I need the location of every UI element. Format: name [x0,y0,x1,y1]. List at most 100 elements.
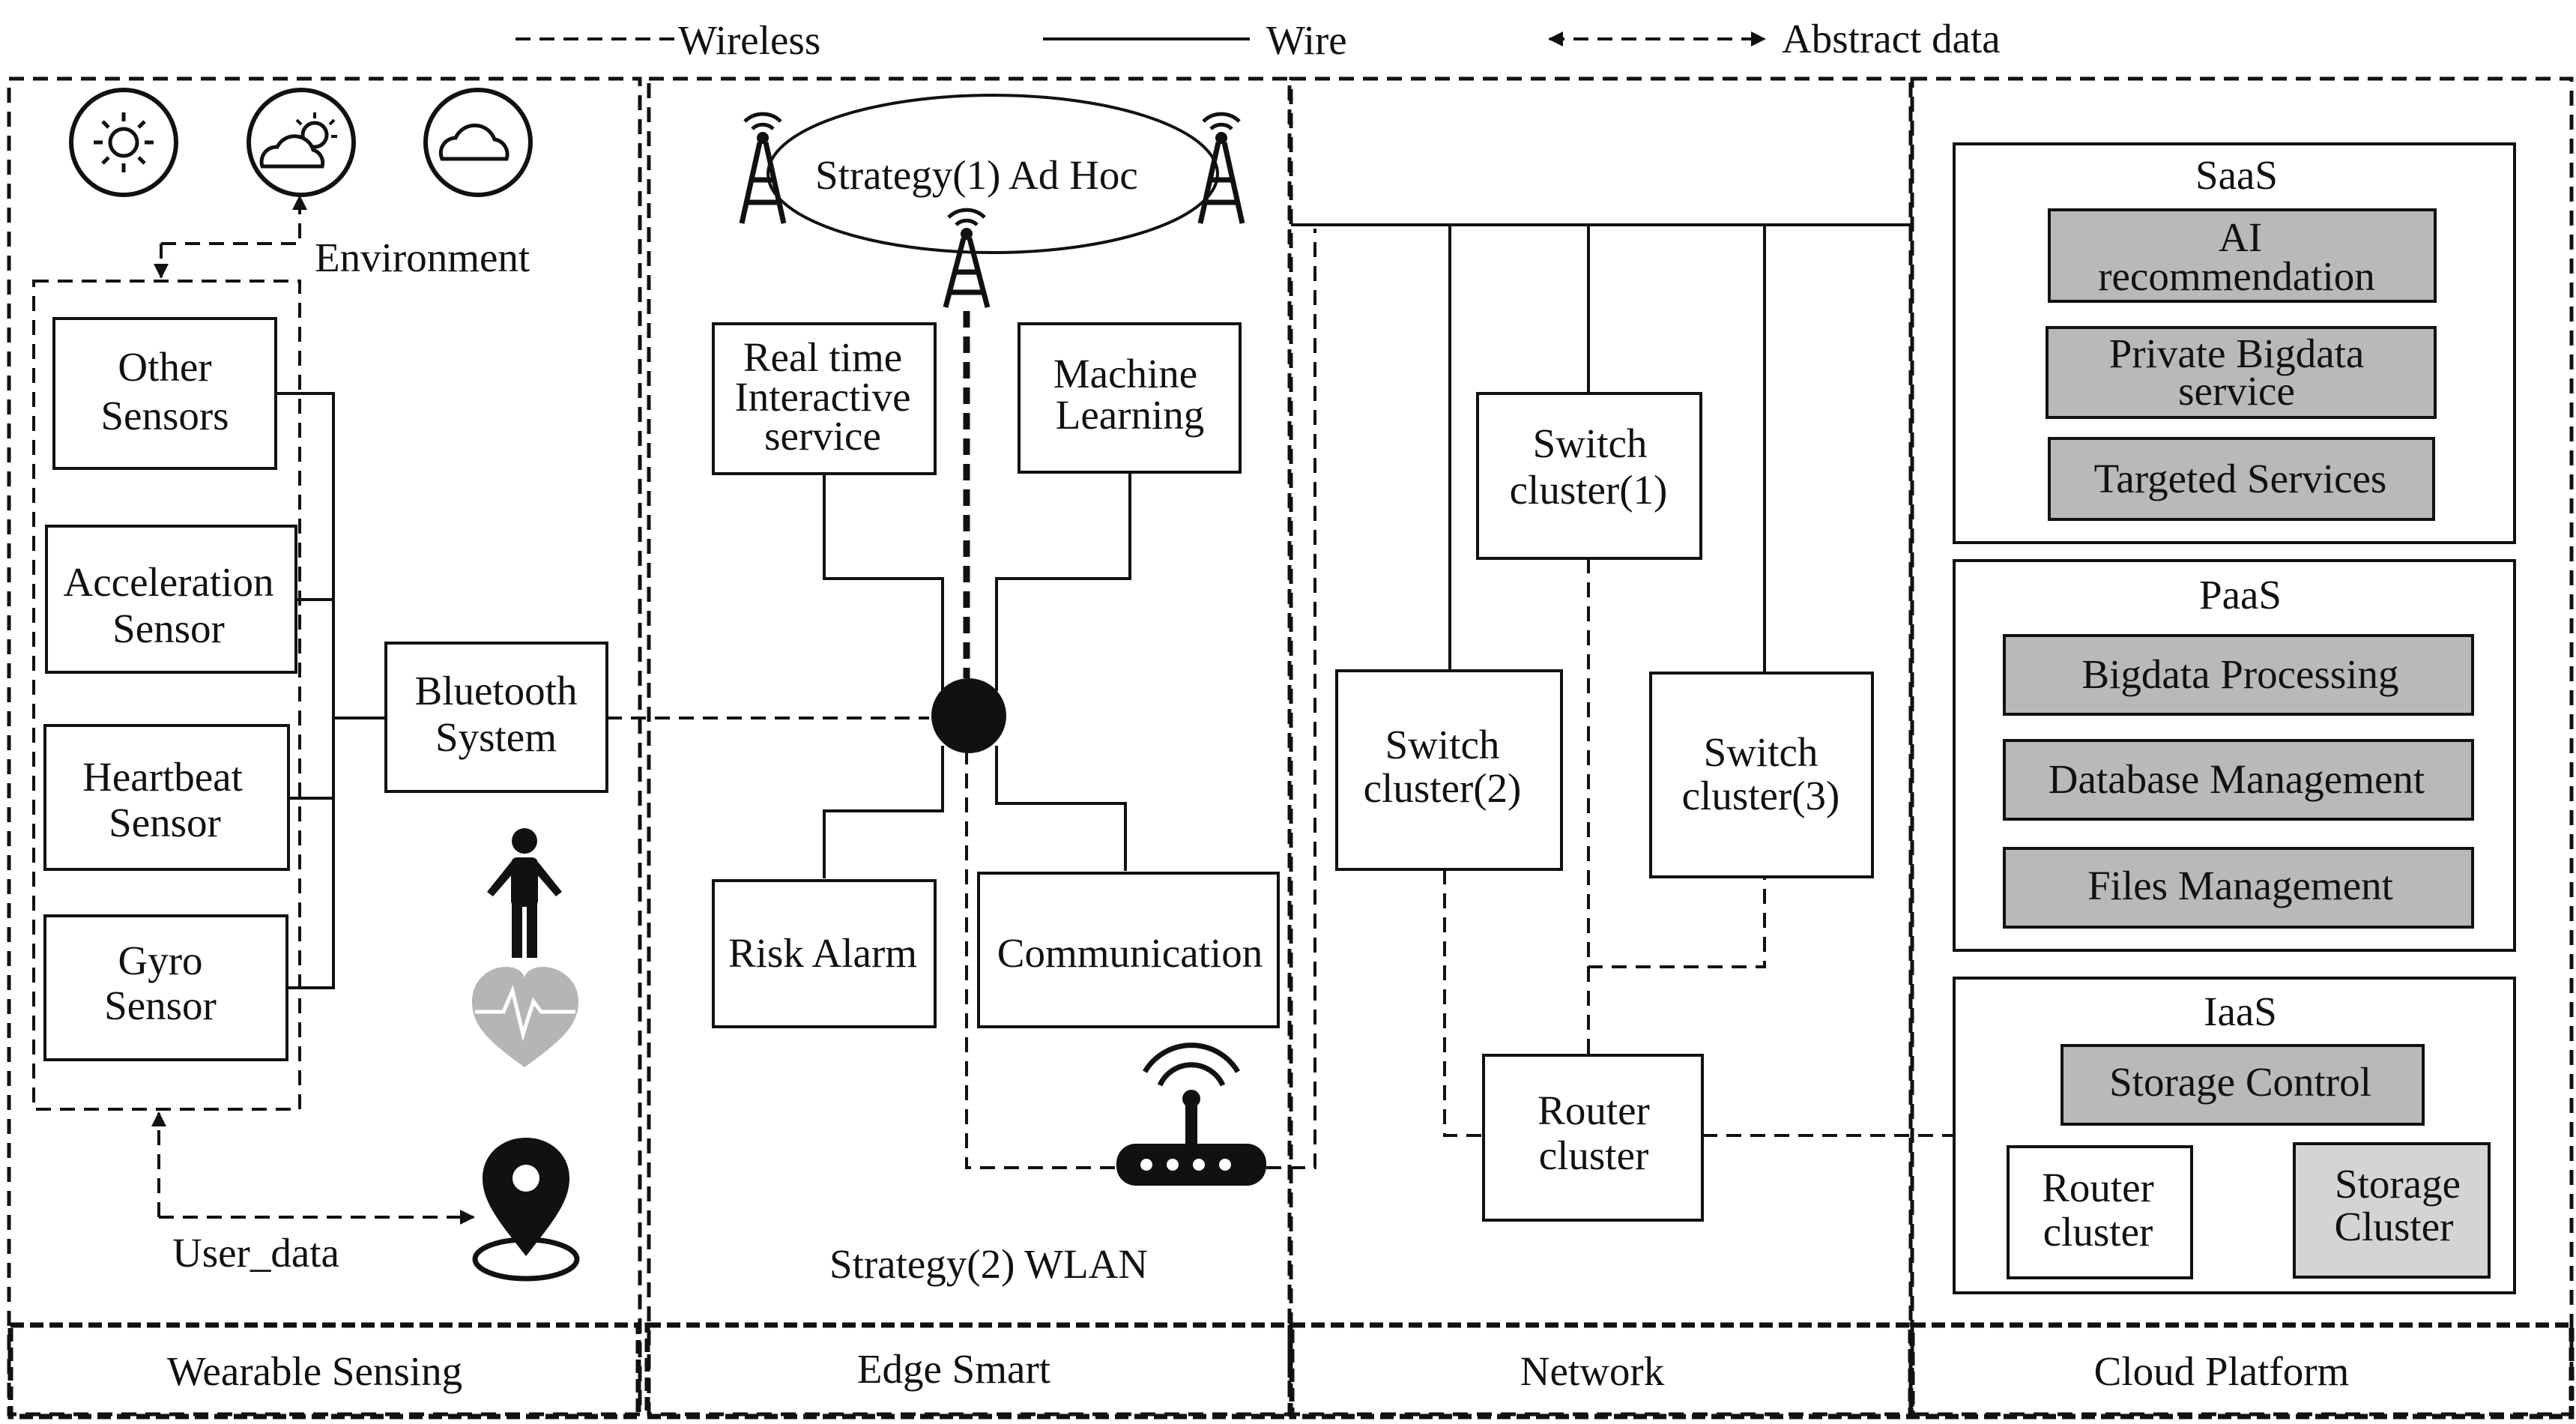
machine-learning: Machine Learning [1018,322,1242,474]
network-router-cluster-line2: cluster [1539,1132,1649,1178]
network-router-cluster-line1: Router [1538,1087,1650,1133]
environment-arrow-up [161,195,307,245]
switch-cluster-1-line1: Switch [1533,420,1648,466]
strategy1-label: Strategy(1) Ad Hoc [815,152,1138,198]
sensor-gyro: Gyro Sensor [43,914,288,1061]
sensor-other-line1: Other [118,344,211,390]
network-section: Switch cluster(1) Switch cluster(2) Swit… [1291,223,1957,1222]
strategy2-label: Strategy(2) WLAN [829,1241,1148,1287]
saas-targeted-services-label: Targeted Services [2094,456,2387,501]
saas-ai-recommendation-line1: AI [2219,214,2262,260]
legend-abstract-label: Abstract data [1782,16,2001,61]
realtime-service: Real time Interactive service [712,322,937,475]
environment-label: Environment [315,235,530,280]
footer-network-frame [1289,1322,1914,1420]
switch-cluster-2-line1: Switch [1385,722,1500,767]
paas-files-management: Files Management [2003,847,2474,929]
saas-private-bigdata-box [2046,326,2437,419]
adhoc-ring [767,94,1219,254]
saas-private-bigdata: Private Bigdata service [2046,326,2437,419]
paas-database-management-label: Database Management [2049,756,2425,802]
footer-edge-label: Edge Smart [857,1346,1050,1392]
iaas-layer: IaaS Storage Control Router cluster Stor… [1953,977,2516,1294]
sensor-group-frame [32,280,301,1111]
iaas-router-cluster: Router cluster [2007,1145,2193,1279]
paas-files-management-label: Files Management [2087,863,2393,908]
switch-cluster-2-box [1335,669,1563,871]
wifi-router-icon [1116,1043,1266,1186]
switch-cluster-1-box [1476,392,1702,560]
saas-title: SaaS [2195,152,2278,198]
switch-cluster-2: Switch cluster(2) [1335,669,1563,871]
paas-bigdata-processing: Bigdata Processing [2003,634,2474,716]
sensor-gyro-line2: Sensor [104,983,217,1028]
sun-cloud-icon [247,88,356,197]
switch-cluster-2-line2: cluster(2) [1364,765,1522,811]
network-router-cluster-box [1482,1054,1704,1222]
sensor-heartbeat: Heartbeat Sensor [43,724,290,871]
saas-ai-recommendation-line2: recommendation [2098,253,2375,299]
iaas-storage-cluster-line2: Cluster [2335,1204,2454,1249]
paas-database-management-box [2003,739,2474,821]
switch-cluster-3-box [1649,672,1874,878]
bluetooth-system-line1: Bluetooth [415,668,578,713]
legend-wire-label: Wire [1266,17,1347,63]
saas-private-bigdata-line2: service [2178,368,2295,414]
sensor-acceleration-box [45,525,297,674]
saas-ai-recommendation: AI recommendation [2048,208,2437,303]
risk-alarm-box [712,879,937,1028]
saas-targeted-services: Targeted Services [2048,437,2435,521]
sensor-heartbeat-line1: Heartbeat [82,754,243,800]
wlan-link-left [965,749,1116,1169]
network-router-cluster: Router cluster [1482,1054,1704,1222]
footer-cloud-frame [1909,1322,2575,1420]
machine-learning-box [1018,322,1242,474]
saas-layer: SaaS AI recommendation Private Bigdata s… [1953,142,2516,544]
realtime-service-line2: Interactive [734,374,910,420]
risk-alarm-label: Risk Alarm [728,930,917,976]
switch-cluster-1-line2: cluster(1) [1510,467,1668,513]
person-icon [487,828,562,958]
communication-label: Communication [997,930,1263,976]
sun-icon [69,88,178,197]
sensor-gyro-line1: Gyro [118,938,202,983]
user-data-label: User_data [172,1230,339,1276]
iaas-router-cluster-line2: cluster [2043,1209,2153,1255]
sensor-other-line2: Sensors [100,393,229,438]
footer-wearable-frame [7,1322,641,1420]
saas-ai-recommendation-box [2048,208,2437,303]
iaas-storage-control: Storage Control [2061,1044,2425,1126]
sensor-acceleration: Acceleration Sensor [45,525,297,674]
bluetooth-system-box [384,642,608,793]
paas-files-management-box [2003,847,2474,929]
realtime-service-line1: Real time [743,334,902,380]
footer-wearable-label: Wearable Sensing [167,1348,462,1394]
sensor-acceleration-line1: Acceleration [64,559,274,605]
network-backbone [1291,223,1912,673]
sensor-heartbeat-line2: Sensor [109,800,221,845]
bluetooth-system: Bluetooth System [384,642,608,793]
switch-cluster-3: Switch cluster(3) [1649,672,1874,878]
communication-box [977,872,1280,1028]
iaas-title: IaaS [2204,989,2277,1034]
panel-cloud [1910,76,2574,1417]
realtime-service-box [712,322,937,475]
sensor-heartbeat-box [43,724,290,871]
iaas-router-cluster-line1: Router [2042,1165,2154,1210]
paas-database-management: Database Management [2003,739,2474,821]
machine-learning-line1: Machine [1053,351,1197,396]
wlan-link-right [1266,229,1316,1169]
communication: Communication [977,872,1280,1028]
iaas-router-cluster-box [2007,1145,2193,1279]
saas-targeted-services-box [2048,437,2435,521]
legend: Wireless Wire Abstract data [515,16,2001,63]
sensor-bus [276,392,386,989]
machine-learning-line2: Learning [1056,392,1205,438]
risk-alarm: Risk Alarm [712,879,937,1028]
iaas-storage-cluster-box [2293,1142,2491,1279]
sensor-other-box [52,317,277,470]
iaas-storage-control-label: Storage Control [2109,1059,2371,1105]
sensor-other: Other Sensors [52,317,277,470]
footer-cloud-label: Cloud Platform [2094,1348,2350,1394]
